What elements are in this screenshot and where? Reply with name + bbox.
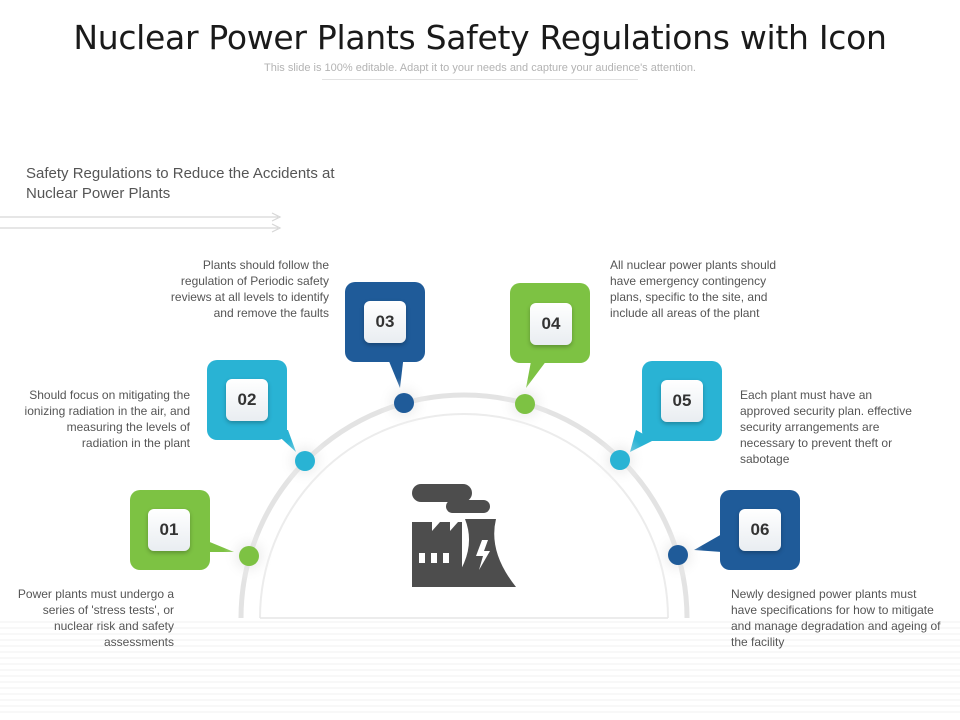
- arc-dot: [295, 451, 315, 471]
- step-01-description: Power plants must undergo a series of 's…: [17, 587, 174, 649]
- number-bubbles: [130, 282, 800, 570]
- step-number-05: 05: [661, 380, 703, 422]
- arc-dot: [610, 450, 630, 470]
- subtitle-divider: [322, 79, 638, 80]
- nuclear-plant-icon: [412, 484, 516, 587]
- outer-arc: [238, 392, 690, 619]
- bottom-lines: [0, 621, 960, 713]
- inner-arc: [259, 413, 669, 619]
- step-number-03: 03: [364, 301, 406, 343]
- arc-dots: [223, 377, 704, 582]
- step-number-01: 01: [148, 509, 190, 551]
- arc-dot: [515, 394, 535, 414]
- slide-title: Nuclear Power Plants Safety Regulations …: [73, 18, 887, 57]
- heading-arrows: [0, 212, 282, 233]
- arc-dot: [239, 546, 259, 566]
- slide-subtitle: This slide is 100% editable. Adapt it to…: [264, 62, 696, 74]
- step-03-description: Plants should follow the regulation of P…: [170, 258, 329, 320]
- section-heading: Safety Regulations to Reduce the Acciden…: [26, 165, 335, 202]
- step-02-description: Should focus on mitigating the ionizing …: [24, 388, 190, 450]
- arc-dot: [394, 393, 414, 413]
- step-05-description: Each plant must have an approved securit…: [740, 388, 912, 466]
- arc-dot: [668, 545, 688, 565]
- step-number-02: 02: [226, 379, 268, 421]
- step-06-description: Newly designed power plants must have sp…: [731, 587, 941, 649]
- step-number-04: 04: [530, 303, 572, 345]
- step-number-06: 06: [739, 509, 781, 551]
- step-04-description: All nuclear power plants should have eme…: [610, 258, 777, 320]
